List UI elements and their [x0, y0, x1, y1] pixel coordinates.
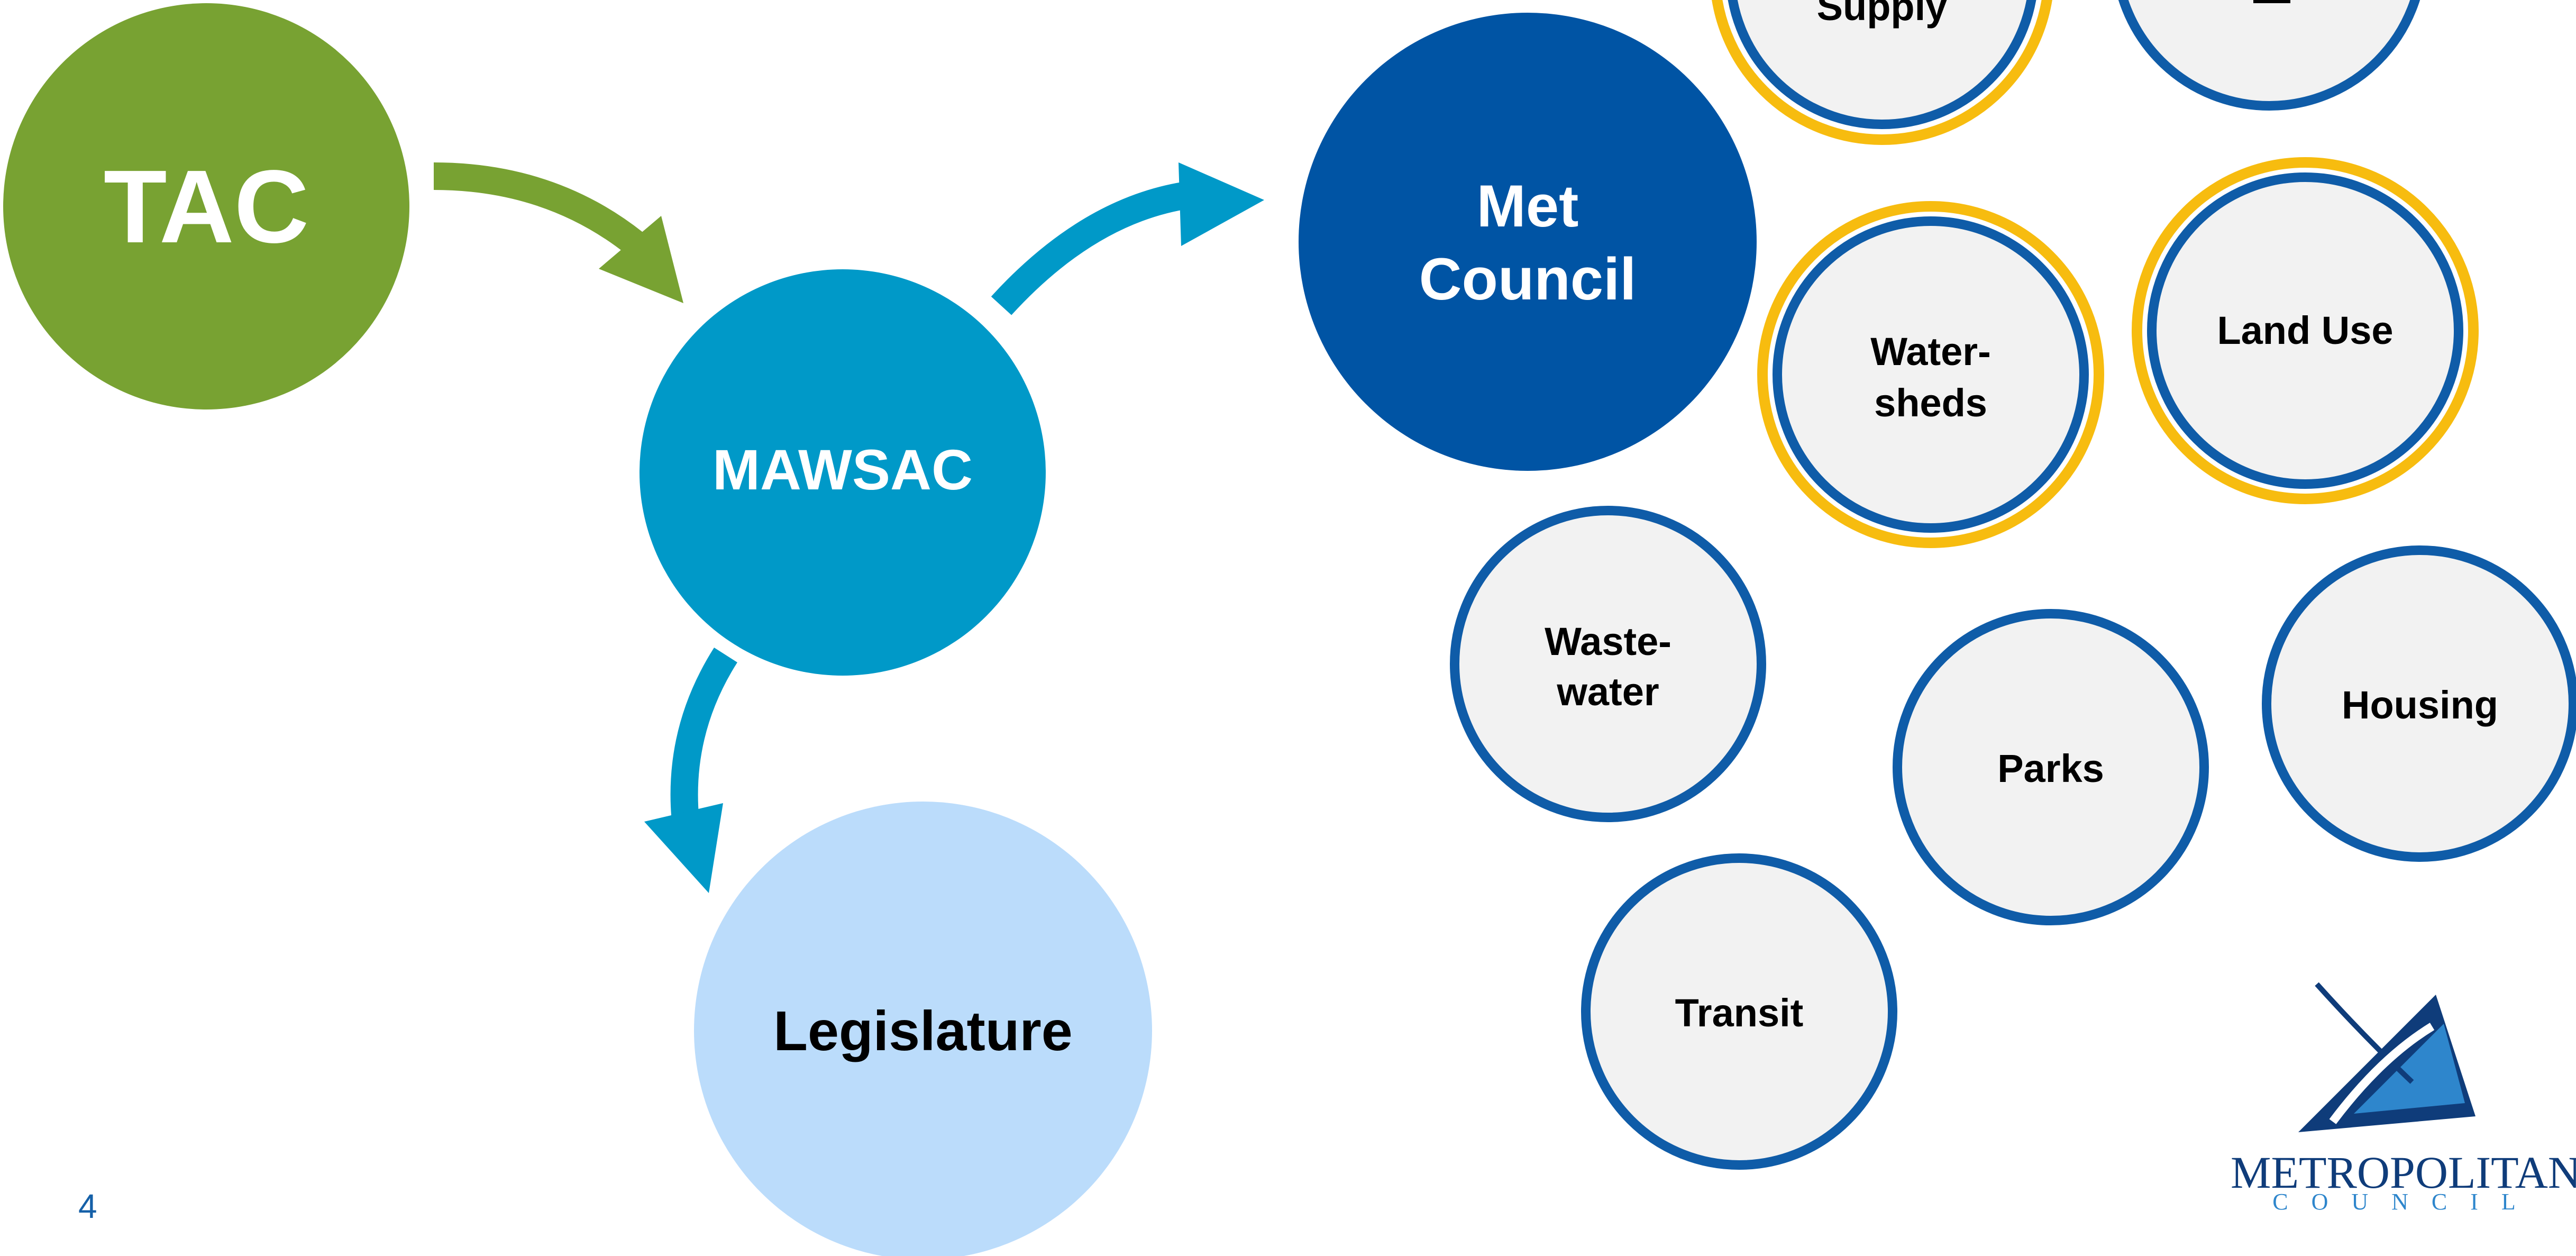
met-council-circle: [1299, 13, 1757, 471]
arrow-tac-to-mawsac: [433, 162, 683, 303]
topic-land-use: Land Use: [2132, 157, 2479, 504]
water-supply-circle: [1728, 0, 2036, 129]
wastewater-label-line1: Waste-: [1545, 620, 1671, 663]
land-use-label: Land Use: [2217, 308, 2393, 352]
topic-watersheds: Water- sheds: [1757, 201, 2104, 548]
water-supply-label: Supply: [1817, 0, 1948, 29]
page-number: 4: [78, 1187, 97, 1225]
logo-swoosh-highlight: [2329, 1023, 2435, 1124]
topic-housing: Housing: [2262, 545, 2576, 862]
watersheds-label-line2: sheds: [1874, 381, 1987, 425]
topic-water-supply: Supply: [1712, 0, 2052, 145]
watersheds-circle: [1773, 216, 2089, 533]
tac-label: TAC: [104, 149, 309, 265]
topic-wastewater: Waste- water: [1450, 506, 1766, 822]
partial-topic-text-fragment: [2253, 0, 2290, 3]
node-met-council: Met Council: [1299, 13, 1757, 471]
wastewater-label-line2: water: [1556, 670, 1659, 714]
topic-parks: Parks: [1893, 609, 2209, 925]
logo-line1: METROPOLITAN: [2231, 1147, 2576, 1198]
node-mawsac: MAWSAC: [640, 269, 1046, 676]
land-use-circle: [2147, 172, 2463, 489]
node-legislature: Legislature: [694, 802, 1152, 1256]
housing-label: Housing: [2342, 683, 2498, 727]
met-council-label-line1: Met: [1477, 173, 1579, 239]
transit-label: Transit: [1675, 991, 1804, 1035]
arrow-mawsac-to-legislature: [644, 648, 737, 893]
housing-circle: [2262, 545, 2576, 862]
transit-circle: [1581, 853, 1897, 1170]
legislature-label: Legislature: [773, 1000, 1073, 1062]
logo-triangle-light: [2354, 1024, 2465, 1114]
tac-circle: [3, 3, 409, 409]
parks-circle: [1893, 609, 2209, 925]
wastewater-circle: [1450, 506, 1766, 822]
logo-swoosh: [2315, 982, 2414, 1084]
watersheds-label-line1: Water-: [1870, 330, 1991, 374]
met-council-label-line2: Council: [1419, 246, 1637, 312]
topic-transit: Transit: [1581, 853, 1897, 1170]
node-tac: TAC: [3, 3, 409, 409]
mawsac-circle: [640, 269, 1046, 676]
topic-partial-top: [2118, 0, 2420, 111]
mawsac-label: MAWSAC: [712, 438, 973, 502]
logo-line2: COUNCIL: [2272, 1189, 2539, 1215]
arrow-mawsac-to-met-council: [991, 162, 1264, 315]
metropolitan-council-logo: METROPOLITAN COUNCIL: [2231, 982, 2576, 1215]
parks-label: Parks: [1997, 747, 2104, 790]
partial-topic-circle: [2118, 0, 2420, 111]
legislature-circle: [694, 802, 1152, 1256]
logo-emblem: [2298, 982, 2475, 1132]
